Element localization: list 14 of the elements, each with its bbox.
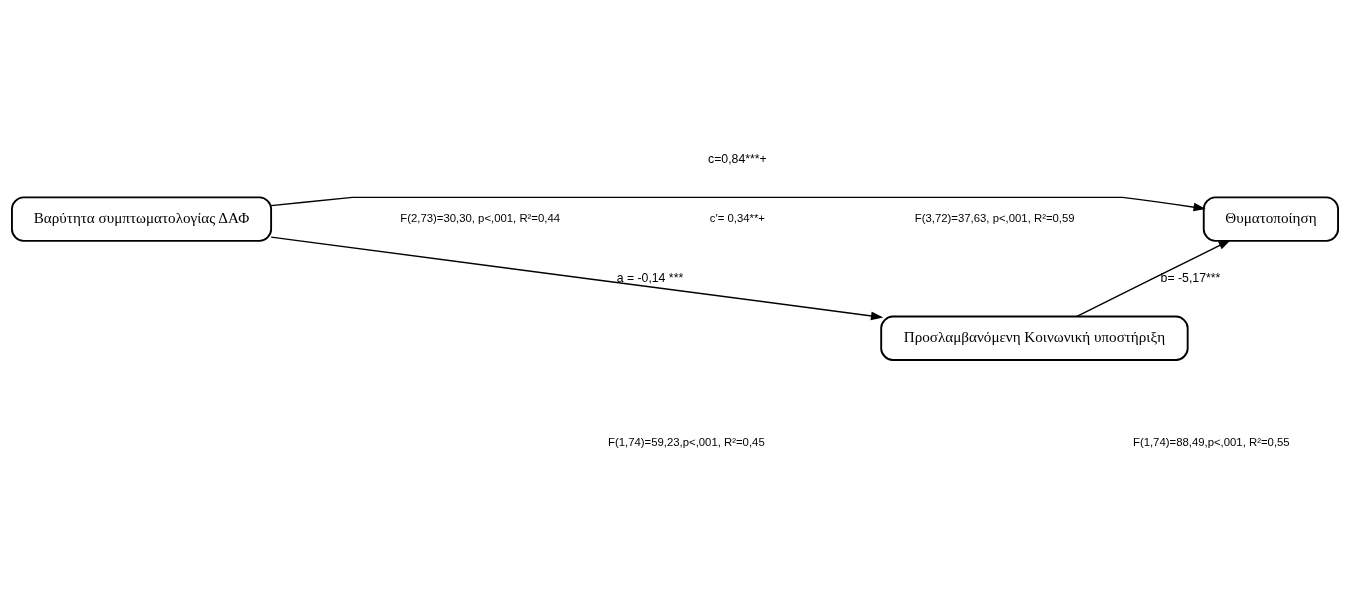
arrow: [270, 196, 1206, 211]
label: F(3,72)=37,63, p<,001, R²=0,59: [914, 211, 1075, 224]
label: F(2,73)=30,30, p<,001, R²=0,44: [400, 211, 561, 224]
node-box: Θυματοποίηση: [1202, 195, 1339, 242]
node-box: Βαρύτητα συμπτωματολογίας ΔΑΦ: [11, 195, 273, 242]
label: F(1,74)=88,49,p<,001, R²=0,55: [1132, 435, 1290, 448]
node-box: Προσλαμβανόμενη Κοινωνική υποστήριξη: [880, 315, 1189, 361]
arrow: [270, 235, 884, 320]
arrow: [1075, 239, 1231, 317]
label: c′= 0,34**+: [709, 211, 765, 224]
edge-label: b= -5,17***: [1160, 270, 1221, 285]
label: F(1,74)=59,23,p<,001, R²=0,45: [607, 435, 765, 448]
edge-label: a = -0,14 ***: [616, 270, 684, 285]
edge-label: c=0,84***+: [708, 151, 767, 166]
